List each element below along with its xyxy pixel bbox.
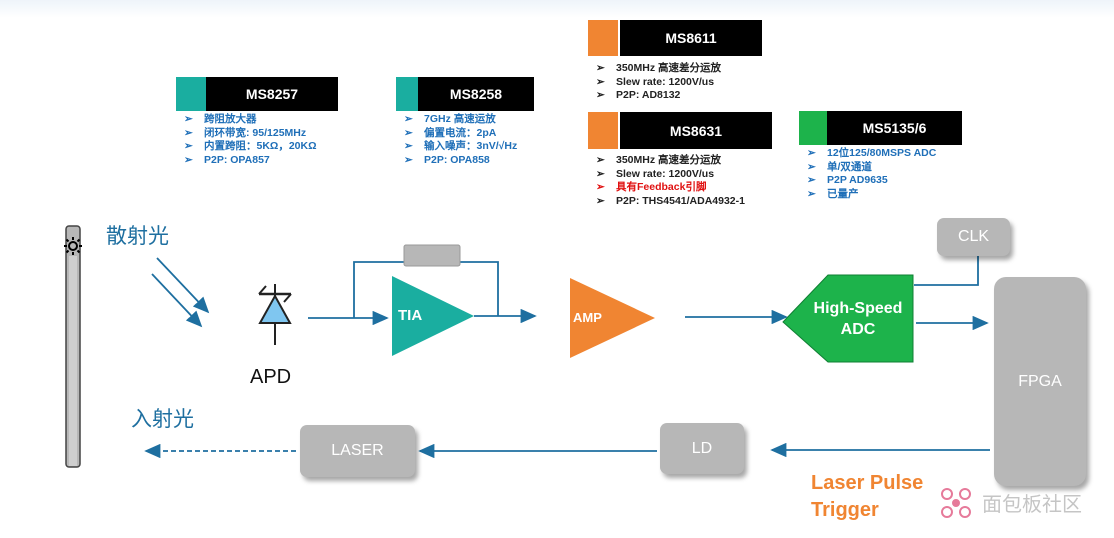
chip-swatch bbox=[396, 77, 418, 111]
chip-name: MS5135/6 bbox=[827, 111, 962, 145]
feedback-resistor bbox=[403, 244, 461, 267]
ms5135-features: ➢12位125/80MSPS ADC ➢单/双通道 ➢P2P AD9635 ➢已… bbox=[807, 147, 937, 200]
chip-ms8631: MS8631 bbox=[588, 112, 772, 149]
chip-ms5135: MS5135/6 bbox=[799, 111, 962, 145]
adc-block bbox=[782, 274, 914, 363]
chip-ms8258: MS8258 bbox=[396, 77, 534, 111]
trigger-label-line2: Trigger bbox=[811, 499, 879, 521]
top-band bbox=[0, 0, 1114, 18]
scattered-ray-1 bbox=[156, 257, 210, 314]
watermark-text: 面包板社区 bbox=[982, 494, 1082, 516]
chip-swatch bbox=[588, 112, 618, 149]
adc-label-line1: High-Speed bbox=[813, 300, 903, 317]
laser-block: LASER bbox=[300, 425, 415, 477]
laser-pulse-trigger-label: Laser Pulse Trigger bbox=[811, 470, 923, 524]
chip-name: MS8631 bbox=[620, 112, 772, 149]
chip-name: MS8258 bbox=[418, 77, 534, 111]
amp-amplifier bbox=[570, 278, 655, 358]
scattered-ray-2 bbox=[151, 273, 203, 328]
clk-to-adc-line bbox=[914, 256, 979, 286]
apd-label: APD bbox=[250, 366, 292, 388]
chip-name: MS8611 bbox=[620, 20, 762, 56]
fpga-block: FPGA bbox=[994, 277, 1086, 486]
scattered-light-label: 散射光 bbox=[106, 225, 169, 248]
chip-ms8611: MS8611 bbox=[588, 20, 762, 56]
amp-label: AMP bbox=[573, 310, 602, 325]
incident-light-label: 入射光 bbox=[131, 408, 194, 431]
tia-amplifier bbox=[392, 276, 474, 356]
chip-swatch bbox=[799, 111, 827, 145]
apd-diode-icon bbox=[258, 284, 292, 345]
watermark-logo-icon bbox=[941, 488, 971, 518]
chip-ms8257: MS8257 bbox=[176, 77, 338, 111]
chip-name: MS8257 bbox=[206, 77, 338, 111]
adc-label: High-Speed ADC bbox=[806, 298, 910, 340]
ld-block: LD bbox=[660, 423, 744, 474]
tia-label: TIA bbox=[398, 307, 423, 324]
clk-block: CLK bbox=[937, 218, 1010, 256]
ms8258-features: ➢7GHz 高速运放 ➢偏置电流：2pA ➢输入噪声：3nV/√Hz ➢P2P:… bbox=[404, 113, 518, 166]
ms8257-features: ➢跨阻放大器 ➢闭环带宽: 95/125MHz ➢内置跨阻：5KΩ，20KΩ ➢… bbox=[184, 113, 317, 166]
adc-label-line2: ADC bbox=[840, 321, 876, 338]
chip-swatch bbox=[588, 20, 618, 56]
light-source-icon bbox=[64, 237, 82, 255]
ms8631-features: ➢350MHz 高速差分运放 ➢Slew rate: 1200V/us ➢具有F… bbox=[596, 154, 745, 207]
trigger-label-line1: Laser Pulse bbox=[811, 472, 924, 494]
ms8611-features: ➢350MHz 高速差分运放 ➢Slew rate: 1200V/us ➢P2P… bbox=[596, 62, 722, 101]
chip-swatch bbox=[176, 77, 206, 111]
